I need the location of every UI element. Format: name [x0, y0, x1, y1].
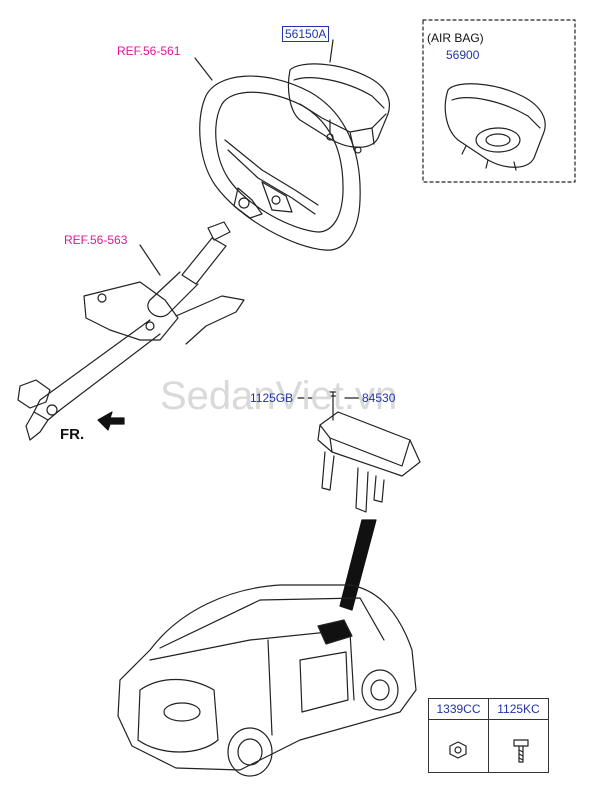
- pointer-arrow: [339, 519, 377, 611]
- ref-steering-wheel-label[interactable]: REF.56-561: [117, 44, 181, 58]
- passenger-airbag: [317, 391, 421, 513]
- part-airbag-module-label[interactable]: 56900: [446, 48, 480, 62]
- fastener-legend-table: 1339CC 1125KC: [428, 698, 549, 773]
- steering-column: [17, 221, 245, 441]
- front-arrow-icon: [97, 411, 125, 431]
- fastener-cell-nut: [428, 719, 489, 773]
- front-indicator-label: FR.: [60, 426, 85, 443]
- part-driver-airbag-label[interactable]: 56150A: [282, 26, 330, 42]
- fastener-code-nut[interactable]: 1339CC: [428, 698, 489, 720]
- airbag-option-box: [422, 19, 576, 183]
- fastener-code-bolt[interactable]: 1125KC: [488, 698, 549, 720]
- airbag-option-label: (AIR BAG): [427, 31, 484, 45]
- airbag-module: [444, 83, 546, 171]
- ref-steering-column-label[interactable]: REF.56-563: [64, 233, 128, 247]
- fastener-cell-bolt: [488, 719, 549, 773]
- driver-airbag: [287, 63, 391, 154]
- leader-lines: [139, 39, 363, 399]
- part-bolt-label[interactable]: 1125GB: [250, 391, 294, 405]
- part-passenger-airbag-label[interactable]: 84530: [362, 391, 396, 405]
- steering-wheel: [199, 75, 361, 251]
- car-illustration: [117, 584, 417, 777]
